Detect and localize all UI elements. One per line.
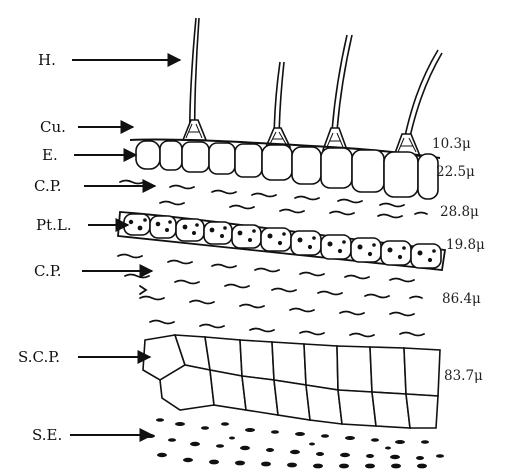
hair-1 — [183, 18, 206, 140]
measurement-pigment-layer: 19.8μ — [446, 237, 485, 253]
measurement-epidermis: 22.5μ — [436, 164, 475, 180]
label-H: H. — [38, 51, 56, 69]
label-SCP: S.C.P. — [18, 348, 60, 366]
pigment-layer — [118, 212, 445, 270]
hairs — [183, 18, 442, 156]
compressed-parenchyma-2 — [118, 255, 424, 337]
label-PtL: Pt.L. — [36, 216, 72, 234]
hair-2 — [266, 62, 290, 147]
label-CP2: C.P. — [34, 262, 62, 280]
label-E: E. — [42, 146, 58, 164]
sclerenchyma-cells — [143, 335, 440, 428]
epidermis-cells — [136, 141, 438, 199]
label-SE: S.E. — [32, 426, 62, 444]
measurement-compressed-parenchyma-1: 28.8μ — [440, 204, 479, 220]
measurement-compressed-parenchyma-2: 86.4μ — [442, 291, 481, 307]
label-Cu: Cu. — [40, 118, 66, 136]
measurement-sclerenchyma: 83.7μ — [444, 368, 483, 384]
hair-3 — [323, 35, 352, 150]
measurement-cuticle: 10.3μ — [432, 136, 471, 152]
label-CP1: C.P. — [34, 177, 62, 195]
